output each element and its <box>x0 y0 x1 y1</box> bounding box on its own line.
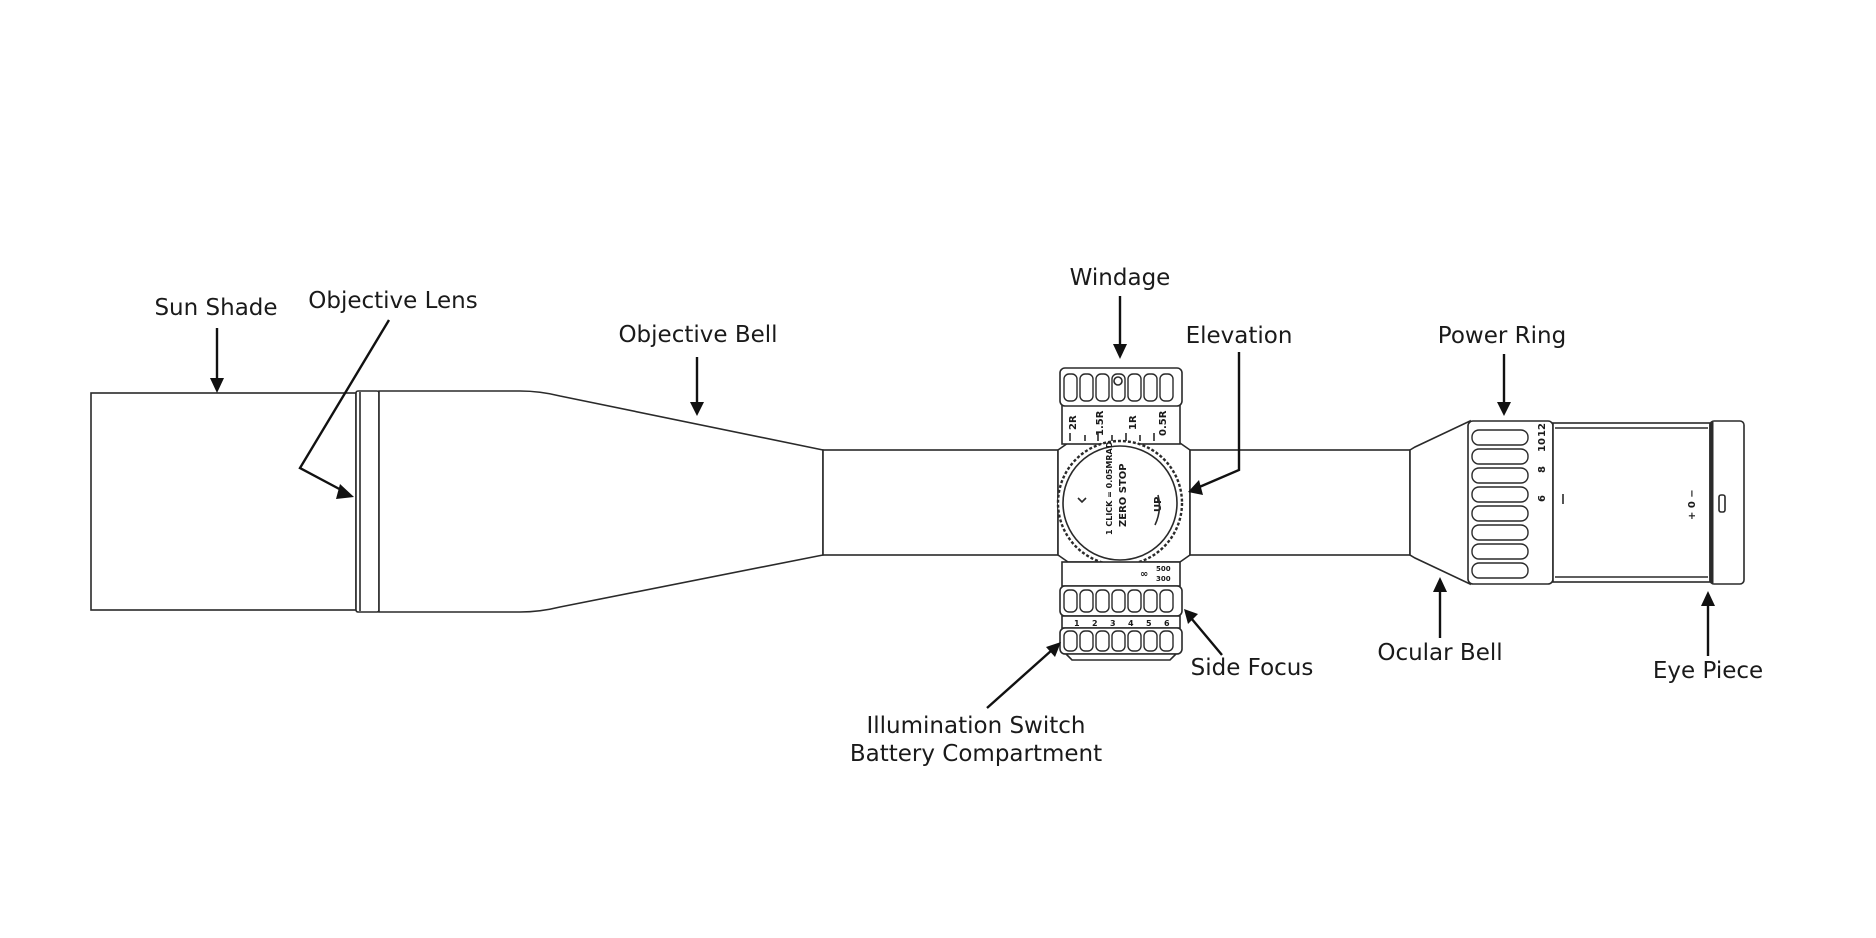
windage-turret: 2R 1.5R 1R 0.5R <box>1059 367 1183 445</box>
power-ring-scale: 6 8 10 12 <box>1537 423 1564 504</box>
eyepiece-cap <box>1709 420 1745 585</box>
label-objective-bell: Objective Bell <box>618 322 777 348</box>
scope-body <box>90 390 1745 613</box>
windage-mark: 0.5R <box>1158 410 1169 436</box>
label-sun-shade: Sun Shade <box>154 295 277 321</box>
label-windage: Windage <box>1070 265 1171 291</box>
ocular-bell <box>1409 419 1471 586</box>
labels: Sun Shade Objective Lens Objective Bell … <box>154 265 1763 767</box>
illumination-mark: 6 <box>1164 619 1170 628</box>
label-power-ring: Power Ring <box>1438 323 1566 349</box>
eyepiece-mark: + 0 − <box>1687 489 1698 520</box>
sun-shade <box>90 392 357 611</box>
label-side-focus: Side Focus <box>1191 655 1314 681</box>
elevation-up: UP <box>1153 497 1164 512</box>
side-focus-mark: ∞ <box>1140 569 1148 580</box>
label-objective-lens: Objective Lens <box>308 288 478 314</box>
objective-bell <box>378 390 824 613</box>
side-focus-knob: ∞ 500 300 <box>1059 561 1183 617</box>
illumination-mark: 4 <box>1128 619 1134 628</box>
side-focus-mark: 500 <box>1156 565 1171 573</box>
elevation-text: 1 CLICK = 0.05MRAD <box>1105 441 1114 535</box>
illumination-mark: 2 <box>1092 619 1098 628</box>
side-focus-mark: 300 <box>1156 575 1171 583</box>
power-mark: 10 <box>1537 438 1548 452</box>
main-tube-left <box>822 449 1059 556</box>
label-eye-piece: Eye Piece <box>1653 658 1763 684</box>
eyepiece-scale: + 0 − <box>1687 489 1726 520</box>
illumination-mark: 1 <box>1074 619 1080 628</box>
windage-mark: 1.5R <box>1095 410 1106 436</box>
main-tube-right <box>1189 449 1411 556</box>
leader-arrows <box>210 296 1715 709</box>
power-ring-knurls <box>1471 429 1529 579</box>
illumination-mark: 3 <box>1110 619 1116 628</box>
elevation-turret: 1 CLICK = 0.05MRAD ZERO STOP UP <box>1056 439 1184 567</box>
label-ocular-bell: Ocular Bell <box>1377 640 1502 666</box>
label-illumination-line2: Battery Compartment <box>850 741 1102 767</box>
label-elevation: Elevation <box>1186 323 1293 349</box>
power-mark: 12 <box>1537 423 1548 437</box>
windage-mark: 2R <box>1068 415 1079 430</box>
power-mark: 8 <box>1537 466 1548 473</box>
elevation-text: ZERO STOP <box>1118 463 1129 527</box>
power-mark: 6 <box>1537 495 1548 502</box>
eyepiece-housing <box>1552 422 1711 583</box>
illumination-knob: 1 2 3 4 5 6 <box>1059 615 1183 661</box>
label-illumination-line1: Illumination Switch <box>866 713 1085 739</box>
windage-mark: 1R <box>1128 415 1139 430</box>
illumination-mark: 5 <box>1146 619 1152 628</box>
